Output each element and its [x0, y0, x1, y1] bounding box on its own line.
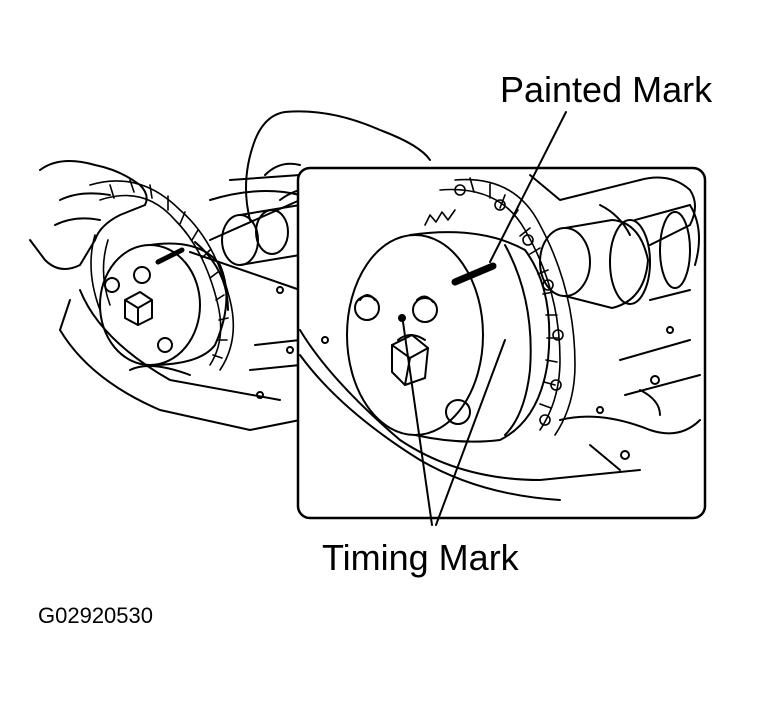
- top-hand: [246, 111, 430, 220]
- timing-mark-leader-1: [403, 322, 432, 525]
- timing-mark-label: Timing Mark: [322, 537, 519, 578]
- inset-camshaft: [540, 205, 699, 308]
- cylinder-head-outline: [60, 300, 300, 430]
- left-center-bolt: [125, 292, 152, 325]
- inset-cam-gear: [347, 232, 549, 442]
- timing-mark-leader-2: [436, 340, 505, 525]
- overview-scene: [30, 111, 430, 430]
- painted-mark-leader: [490, 112, 566, 262]
- left-painted-mark: [158, 250, 182, 262]
- inset-timing-chain: [425, 178, 575, 435]
- inset-hand: [530, 175, 695, 245]
- painted-mark-label: Painted Mark: [500, 69, 713, 110]
- timing-mark-dot: [399, 315, 405, 321]
- left-timing-chain: [90, 180, 233, 370]
- left-hand: [30, 161, 147, 269]
- inset-leader-lines: [190, 252, 300, 290]
- figure-code: G02920530: [38, 603, 153, 628]
- inset-painted-mark: [455, 266, 493, 282]
- left-cam-gear: [100, 242, 228, 365]
- inset-panel: [298, 112, 705, 525]
